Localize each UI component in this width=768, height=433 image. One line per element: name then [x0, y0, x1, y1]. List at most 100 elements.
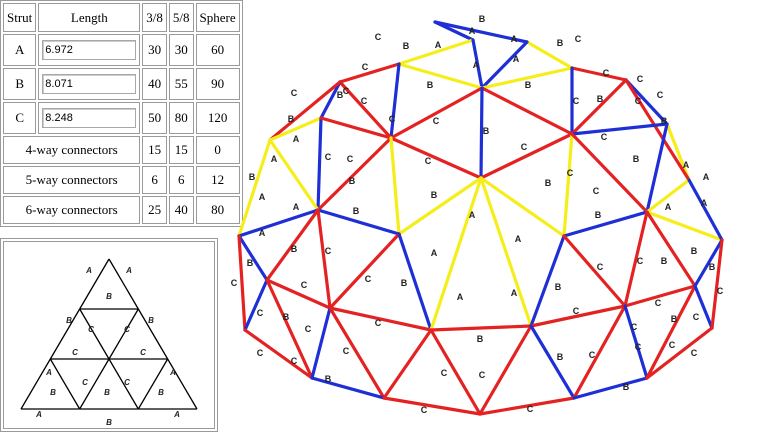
triangle-strut-label: C [124, 378, 130, 387]
length-field-a[interactable] [42, 40, 137, 60]
dome-strut-b [479, 86, 484, 180]
triangle-strut-label: A [169, 368, 176, 377]
triangle-edge [108, 358, 139, 410]
dome-strut-label: C [257, 308, 264, 318]
dome-strut-label: B [661, 256, 668, 266]
count-three-eighths: 50 [142, 102, 167, 134]
dome-strut-c [624, 78, 691, 182]
count-five-eighths: 6 [168, 166, 194, 194]
triangle-edge [108, 258, 139, 310]
dome-strut-label: C [425, 156, 432, 166]
length-field-c[interactable] [42, 108, 137, 128]
dome-strut-b [433, 20, 529, 44]
dome-strut-b [243, 278, 269, 332]
dome-strut-label: A [703, 172, 710, 182]
dome-strut-label: A [469, 26, 476, 36]
dome-strut-c [645, 326, 714, 380]
dome-strut-label: A [683, 160, 690, 170]
dome-strut-label: B [479, 14, 486, 24]
triangle-edge [79, 358, 110, 410]
dome-strut-c [623, 284, 697, 308]
triangle-strut-label: B [104, 388, 110, 397]
dome-strut-label: C [601, 132, 608, 142]
dome-strut-label: C [655, 298, 662, 308]
triangle-edge [108, 308, 139, 360]
triangle-edge [137, 358, 169, 410]
dome-strut-c [328, 306, 433, 332]
triangle-edge [137, 308, 169, 360]
dome-strut-label: C [479, 370, 486, 380]
dome-strut-c [338, 80, 393, 140]
dome-strut-c [243, 328, 314, 380]
dome-strut-a [268, 138, 320, 212]
dome-strut-label: B [403, 41, 410, 51]
triangle-strut-label: A [85, 266, 92, 275]
dome-strut-b [570, 122, 669, 136]
dome-strut-label: A [457, 292, 464, 302]
dome-strut-label: C [343, 346, 350, 356]
dome-strut-label: B [349, 176, 356, 186]
count-sphere: 0 [195, 136, 240, 164]
dome-strut-label: A [259, 192, 266, 202]
dome-strut-a [525, 40, 574, 70]
triangle-edge [79, 258, 110, 310]
dome-strut-label: B [623, 382, 630, 392]
dome-strut-c [572, 304, 627, 400]
dome-strut-c [478, 396, 576, 416]
dome-strut-label: C [631, 322, 638, 332]
dome-strut-label: B [545, 178, 552, 188]
dome-strut-c [570, 78, 628, 136]
length-field-b[interactable] [42, 74, 137, 94]
triangle-edge [20, 358, 51, 410]
dome-strut-c [265, 208, 320, 282]
dome-strut-label: C [325, 246, 332, 256]
dome-strut-label: B [525, 80, 532, 90]
dome-strut-c [316, 208, 332, 310]
dome-strut-label: B [431, 190, 438, 200]
count-five-eighths: 15 [168, 136, 194, 164]
dome-strut-label: C [603, 68, 610, 78]
dome-strut-c [265, 278, 332, 310]
connector-row-4way: 4-way connectors 15 15 0 [3, 136, 240, 164]
dome-strut-label: C [593, 186, 600, 196]
dome-strut-b [310, 376, 386, 400]
dome-strut-c [382, 328, 433, 400]
dome-strut-c [645, 210, 697, 288]
dome-strut-c [710, 238, 724, 330]
table-header-row: Strut Length 3/8 5/8 Sphere [3, 3, 240, 32]
dome-strut-c [319, 116, 393, 140]
dome-strut-label: B [247, 258, 254, 268]
count-five-eighths: 40 [168, 196, 194, 224]
strut-row-c: C 50 80 120 [3, 102, 240, 134]
dome-strut-c [328, 306, 386, 400]
dome-strut-label: B [249, 172, 256, 182]
dome-strut-label: A [665, 202, 672, 212]
connector-label: 4-way connectors [3, 136, 141, 164]
count-five-eighths: 55 [168, 68, 194, 100]
dome-strut-a [397, 62, 484, 90]
dome-strut-label: C [231, 278, 238, 288]
dome-strut-label: B [401, 278, 408, 288]
dome-strut-b [693, 238, 724, 288]
dome-strut-label: A [513, 54, 520, 64]
dome-strut-label: C [521, 142, 528, 152]
dome-strut-label: C [693, 312, 700, 322]
connector-label: 5-way connectors [3, 166, 141, 194]
dome-strut-c [316, 136, 393, 212]
dome-strut-label: C [375, 318, 382, 328]
connector-row-6way: 6-way connectors 25 40 80 [3, 196, 240, 224]
dome-strut-c [480, 86, 574, 136]
count-three-eighths: 15 [142, 136, 167, 164]
count-three-eighths: 30 [142, 34, 167, 66]
count-sphere: 90 [195, 68, 240, 100]
dome-strut-label: B [353, 206, 360, 216]
dome-strut-a [237, 138, 272, 238]
dome-strut-label: B [597, 94, 604, 104]
count-five-eighths: 30 [168, 34, 194, 66]
dome-strut-label: C [527, 404, 534, 414]
dome-strut-label: C [567, 168, 574, 178]
dome-strut-c [338, 62, 401, 84]
dome-strut-b [562, 210, 649, 238]
dome-strut-label: B [709, 262, 716, 272]
